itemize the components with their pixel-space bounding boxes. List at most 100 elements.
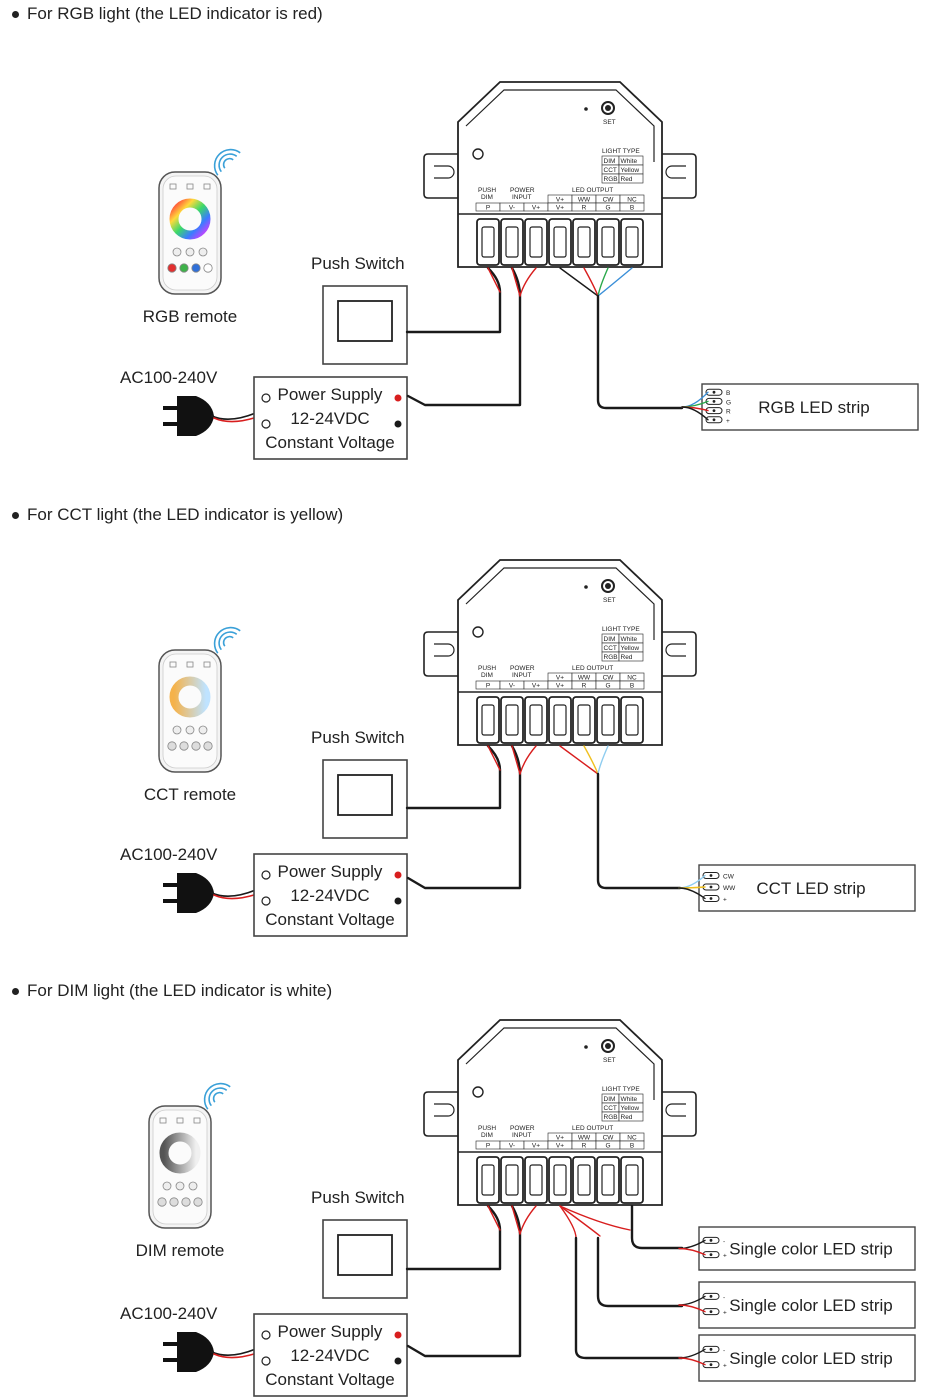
strip-pin-label: G	[726, 399, 731, 406]
terminal-label-bottom: R	[582, 1143, 587, 1150]
strip-pin-label: -	[723, 1294, 725, 1301]
psu-terminal	[261, 1356, 271, 1366]
psu-output-terminal	[394, 1331, 402, 1339]
mounting-tab-left	[423, 1091, 458, 1137]
signal-arc	[218, 153, 238, 173]
led-indicator	[472, 626, 484, 638]
push-switch-wire	[405, 744, 502, 810]
light-type-color: Yellow	[621, 1105, 640, 1112]
bullet-icon	[12, 11, 19, 19]
remote-key	[203, 741, 213, 751]
ac-voltage-label: AC100-240V	[120, 1304, 218, 1323]
group-label-dim: DIM	[481, 672, 493, 679]
plug-prong	[163, 883, 177, 887]
psu-line-1: Power Supply	[278, 862, 383, 881]
plug-icon	[177, 873, 214, 913]
signal-arc	[222, 157, 234, 169]
push-switch-wire	[405, 1204, 502, 1271]
terminal-label-bottom: P	[486, 683, 490, 690]
strip-pad-dot	[709, 897, 713, 900]
psu-line-3: Constant Voltage	[265, 1370, 394, 1389]
strip-lead	[681, 406, 709, 421]
light-type-code: RGB	[604, 1114, 618, 1121]
led-strip-box	[698, 1334, 916, 1382]
remote-key	[167, 263, 177, 273]
push-switch-label: Push Switch	[311, 1188, 405, 1207]
terminal-screw	[577, 226, 591, 258]
remote-round-button	[198, 725, 208, 735]
terminal-screw	[505, 1164, 519, 1196]
terminal-label-bottom: P	[486, 205, 490, 212]
signal-arc	[218, 631, 238, 651]
signal-arc	[213, 148, 241, 176]
led-strip-box	[698, 1281, 916, 1329]
power-supply-box	[253, 376, 408, 460]
wireless-signal-icon	[203, 1082, 231, 1110]
terminal-label-top: V+	[556, 197, 564, 204]
mounting-slot-left	[434, 643, 455, 657]
heading-text: For DIM light (the LED indicator is whit…	[27, 981, 333, 1000]
power-supply-box	[253, 1313, 408, 1397]
terminal-label-bottom: G	[605, 1143, 610, 1150]
terminal-label-bottom: G	[605, 683, 610, 690]
terminal-label-top: CW	[603, 1135, 615, 1142]
remote-control	[158, 171, 222, 295]
terminal-screw	[601, 704, 615, 736]
ac-voltage-label: AC100-240V	[120, 845, 218, 864]
plug-icon	[177, 1332, 214, 1372]
terminal-label-bottom: B	[630, 683, 634, 690]
group-label-power: POWER	[510, 665, 535, 672]
remote-key	[179, 263, 189, 273]
strip-pad-dot	[712, 409, 716, 412]
plug-prong	[163, 899, 177, 903]
light-type-cell	[618, 1111, 644, 1122]
remote-control	[158, 649, 222, 773]
terminal-label-top: V+	[556, 1135, 564, 1142]
remote-key	[193, 1197, 203, 1207]
led-strip-label: CCT LED strip	[756, 879, 865, 898]
remote-label: RGB remote	[143, 307, 237, 326]
light-type-cell	[618, 173, 644, 184]
led-strip-box	[701, 383, 919, 431]
group-label-led-output: LED OUTPUT	[572, 187, 613, 194]
remote-round-button	[172, 247, 182, 257]
strip-pad-dot	[709, 1347, 713, 1351]
push-switch-button	[337, 300, 393, 342]
strip-pin-label: +	[723, 1363, 727, 1370]
terminal-screw	[625, 704, 639, 736]
strip-pin-label: CW	[723, 874, 735, 881]
plug-prong	[163, 406, 177, 410]
terminal-label-bottom: P	[486, 1143, 490, 1150]
strip-pin-label: B	[726, 390, 730, 397]
terminal-screw	[577, 704, 591, 736]
psu-output-terminal	[394, 394, 402, 402]
terminal-label-bottom: B	[630, 1143, 634, 1150]
terminal-screw	[529, 226, 543, 258]
light-type-title: LIGHT TYPE	[602, 1086, 640, 1093]
led-ww-wire	[583, 745, 599, 775]
strip-pad-dot	[709, 1253, 713, 1257]
group-label-dim: DIM	[481, 194, 493, 201]
group-label-push: PUSH	[478, 1125, 496, 1132]
terminal-label-top: WW	[578, 197, 591, 204]
plug-icon	[177, 396, 214, 436]
mounting-tab-right	[662, 1091, 697, 1137]
light-type-color: Red	[621, 654, 633, 661]
mounting-slot-left	[434, 165, 455, 179]
light-type-cell	[618, 651, 644, 662]
led-output-cable-3	[574, 1236, 684, 1360]
mounting-slot-left	[434, 1103, 455, 1117]
led-strip-box	[698, 864, 916, 912]
remote-key	[169, 1197, 179, 1207]
wire-red	[511, 267, 521, 297]
wire-red	[487, 745, 501, 771]
light-type-code: RGB	[604, 654, 618, 661]
led-plus-wire	[559, 1205, 631, 1231]
group-label-led-output: LED OUTPUT	[572, 1125, 613, 1132]
wire-red	[511, 1205, 521, 1235]
remote-key	[167, 741, 177, 751]
controller-inner-edge	[465, 1027, 655, 1100]
group-label-power: POWER	[510, 1125, 535, 1132]
bullet-icon	[12, 988, 19, 996]
